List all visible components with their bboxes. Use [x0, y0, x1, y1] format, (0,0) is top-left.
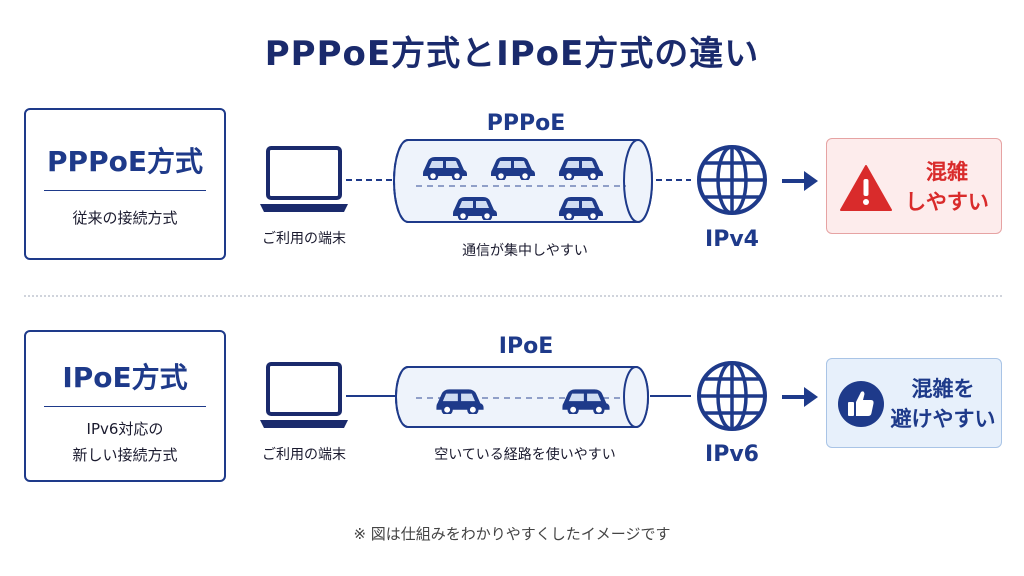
ipoe-device-label: ご利用の端末: [262, 447, 346, 463]
thumbs-up-icon: [838, 381, 884, 427]
ipoe-result-line-1: 混雑を: [911, 377, 975, 401]
pppoe-result-badge: 混雑 しやすい: [826, 138, 1002, 234]
ipoe-method-box: IPoE方式 IPv6対応の 新しい接続方式: [24, 330, 226, 482]
car-icon: [423, 157, 467, 180]
pppoe-device-label: ご利用の端末: [262, 231, 346, 247]
pppoe-method-box: PPPoE方式 従来の接続方式: [24, 108, 226, 260]
ipoe-tunnel-label: IPoE: [498, 334, 554, 359]
footnote: ※ 図は仕組みをわかりやすくしたイメージです: [353, 525, 671, 543]
car-icon: [559, 157, 603, 180]
pppoe-box-subtitle: 従来の接続方式: [72, 209, 178, 227]
ipv6-label: IPv6: [705, 442, 759, 467]
ipoe-box-subtitle-1: IPv6対応の: [86, 420, 164, 438]
ipv4-label: IPv4: [705, 227, 759, 252]
globe-icon: [697, 145, 767, 215]
ipoe-result-line-2: 避けやすい: [890, 407, 996, 431]
pppoe-result-line-2: しやすい: [905, 190, 989, 214]
arrow-right-icon: [782, 387, 818, 407]
section-divider: [24, 295, 1002, 297]
pppoe-box-title: PPPoE方式: [47, 145, 203, 178]
car-icon: [453, 197, 497, 220]
ipoe-box-divider: [44, 406, 206, 407]
laptop-icon: [260, 146, 348, 212]
laptop-icon: [260, 362, 348, 428]
car-icon: [436, 389, 484, 414]
pppoe-tunnel-caption: 通信が集中しやすい: [462, 243, 588, 259]
ipoe-box-subtitle-2: 新しい接続方式: [72, 446, 178, 464]
ipoe-tunnel-caption: 空いている経路を使いやすい: [434, 447, 616, 463]
warning-icon: [840, 165, 892, 211]
globe-icon: [697, 361, 767, 431]
arrow-right-icon: [782, 171, 818, 191]
car-icon: [491, 157, 535, 180]
pppoe-result-line-1: 混雑: [926, 160, 968, 184]
pppoe-tunnel-label: PPPoE: [486, 111, 566, 136]
pppoe-box-divider: [44, 190, 206, 191]
car-icon: [559, 197, 603, 220]
car-icon: [562, 389, 610, 414]
ipoe-tunnel: [346, 366, 691, 428]
page-title: PPPoE方式とIPoE方式の違い: [264, 34, 760, 74]
ipoe-box-title: IPoE方式: [62, 361, 188, 394]
ipoe-result-badge: 混雑を 避けやすい: [826, 358, 1002, 448]
